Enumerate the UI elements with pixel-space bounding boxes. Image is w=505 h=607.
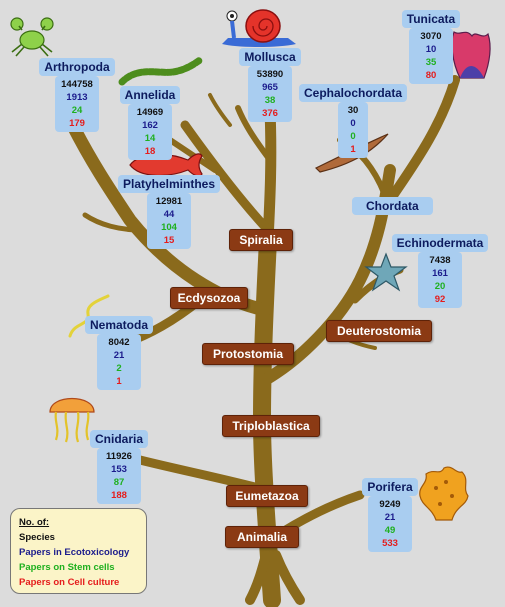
taxon-porifera: Porifera 9249 21 49 533 xyxy=(358,478,422,552)
snail-icon xyxy=(222,9,296,47)
cell-culture-count: 376 xyxy=(262,108,278,119)
taxon-stats: 14969 162 14 18 xyxy=(128,104,172,160)
ecotox-count: 0 xyxy=(350,118,356,129)
clade-triploblastica: Triploblastica xyxy=(222,415,320,437)
taxon-name: Arthropoda xyxy=(39,58,115,76)
taxon-stats: 9249 21 49 533 xyxy=(368,496,412,552)
species-count: 12981 xyxy=(155,196,183,207)
legend-ecotox: Papers in Ecotoxicology xyxy=(19,547,130,558)
stem-cell-count: 2 xyxy=(116,363,122,374)
clade-deuterostomia: Deuterostomia xyxy=(326,320,432,342)
taxon-stats: 12981 44 104 15 xyxy=(147,193,191,249)
taxon-stats: 3070 10 35 80 xyxy=(409,28,453,84)
crab-icon xyxy=(10,17,54,57)
cell-culture-count: 1 xyxy=(350,144,356,155)
taxon-name: Echinodermata xyxy=(391,234,489,252)
species-count: 9249 xyxy=(379,499,401,510)
starfish-icon xyxy=(364,252,408,292)
taxon-stats: 30 0 0 1 xyxy=(338,102,368,158)
taxon-name: Nematoda xyxy=(84,316,153,334)
taxon-arthropoda: Arthropoda 144758 1913 24 179 xyxy=(34,58,120,132)
ecotox-count: 21 xyxy=(113,350,125,361)
stem-cell-count: 49 xyxy=(384,525,396,536)
ecotox-count: 965 xyxy=(262,82,278,93)
ecotox-count: 1913 xyxy=(66,92,88,103)
stem-cell-count: 14 xyxy=(144,133,156,144)
stem-cell-count: 0 xyxy=(350,131,356,142)
species-count: 8042 xyxy=(108,337,130,348)
tunicate-icon xyxy=(451,31,491,79)
species-count: 144758 xyxy=(61,79,93,90)
taxon-stats: 144758 1913 24 179 xyxy=(55,76,99,132)
cell-culture-count: 1 xyxy=(116,376,122,387)
taxon-echinodermata: Echinodermata 7438 161 20 92 xyxy=(388,234,492,308)
taxon-stats: 8042 21 2 1 xyxy=(97,334,141,390)
ecotox-count: 162 xyxy=(142,120,158,131)
taxon-stats: 11926 153 87 188 xyxy=(97,448,141,504)
nematode-icon xyxy=(68,294,110,338)
taxon-mollusca: Mollusca 53890 965 38 376 xyxy=(230,48,310,122)
taxon-cephalochordata: Cephalochordata 30 0 0 1 xyxy=(298,84,408,158)
chordata-label: Chordata xyxy=(352,197,433,215)
ecotox-count: 10 xyxy=(425,44,437,55)
species-count: 30 xyxy=(347,105,359,116)
stem-cell-count: 24 xyxy=(71,105,83,116)
ecotox-count: 161 xyxy=(432,268,448,279)
species-count: 14969 xyxy=(136,107,164,118)
legend: No. of: Species Papers in Ecotoxicology … xyxy=(10,508,147,594)
clade-ecdysozoa: Ecdysozoa xyxy=(170,287,248,309)
taxon-name: Annelida xyxy=(119,86,181,104)
taxon-stats: 7438 161 20 92 xyxy=(418,252,462,308)
legend-stem-cells: Papers on Stem cells xyxy=(19,562,115,573)
jellyfish-icon xyxy=(49,398,95,443)
taxon-name: Cephalochordata xyxy=(298,84,407,102)
clade-protostomia: Protostomia xyxy=(202,343,294,365)
sponge-icon xyxy=(419,466,469,521)
ecotox-count: 21 xyxy=(384,512,396,523)
cell-culture-count: 92 xyxy=(434,294,446,305)
taxon-name: Platyhelminthes xyxy=(117,175,221,193)
taxon-cnidaria: Cnidaria 11926 153 87 188 xyxy=(82,430,156,504)
clade-spiralia: Spiralia xyxy=(229,229,293,251)
clade-animalia: Animalia xyxy=(225,526,299,548)
taxon-tunicata: Tunicata 3070 10 35 80 xyxy=(396,10,466,84)
ecotox-count: 153 xyxy=(111,464,127,475)
stem-cell-count: 87 xyxy=(113,477,125,488)
taxon-name: Porifera xyxy=(362,478,418,496)
cell-culture-count: 80 xyxy=(425,70,437,81)
taxon-platyhelminthes: Platyhelminthes 12981 44 104 15 xyxy=(112,175,226,249)
legend-title: No. of: xyxy=(19,517,50,528)
taxon-annelida: Annelida 14969 162 14 18 xyxy=(110,86,190,160)
taxon-name: Tunicata xyxy=(401,10,461,28)
legend-species: Species xyxy=(19,532,55,543)
taxon-stats: 53890 965 38 376 xyxy=(248,66,292,122)
cell-culture-count: 533 xyxy=(382,538,398,549)
stem-cell-count: 35 xyxy=(425,57,437,68)
species-count: 3070 xyxy=(420,31,442,42)
ecotox-count: 44 xyxy=(163,209,175,220)
cell-culture-count: 18 xyxy=(144,146,156,157)
taxon-name: Mollusca xyxy=(239,48,301,66)
taxon-nematoda: Nematoda 8042 21 2 1 xyxy=(82,316,156,390)
stem-cell-count: 20 xyxy=(434,281,446,292)
stem-cell-count: 104 xyxy=(161,222,177,233)
clade-chordata: Chordata xyxy=(352,197,433,215)
worm-icon xyxy=(118,56,204,86)
cell-culture-count: 188 xyxy=(111,490,127,501)
taxon-name: Cnidaria xyxy=(89,430,148,448)
cell-culture-count: 179 xyxy=(69,118,85,129)
stem-cell-count: 38 xyxy=(264,95,276,106)
species-count: 7438 xyxy=(429,255,451,266)
clade-eumetazoa: Eumetazoa xyxy=(226,485,308,507)
species-count: 53890 xyxy=(256,69,284,80)
legend-cell-culture: Papers on Cell culture xyxy=(19,577,120,588)
cell-culture-count: 15 xyxy=(163,235,175,246)
species-count: 11926 xyxy=(106,451,132,462)
